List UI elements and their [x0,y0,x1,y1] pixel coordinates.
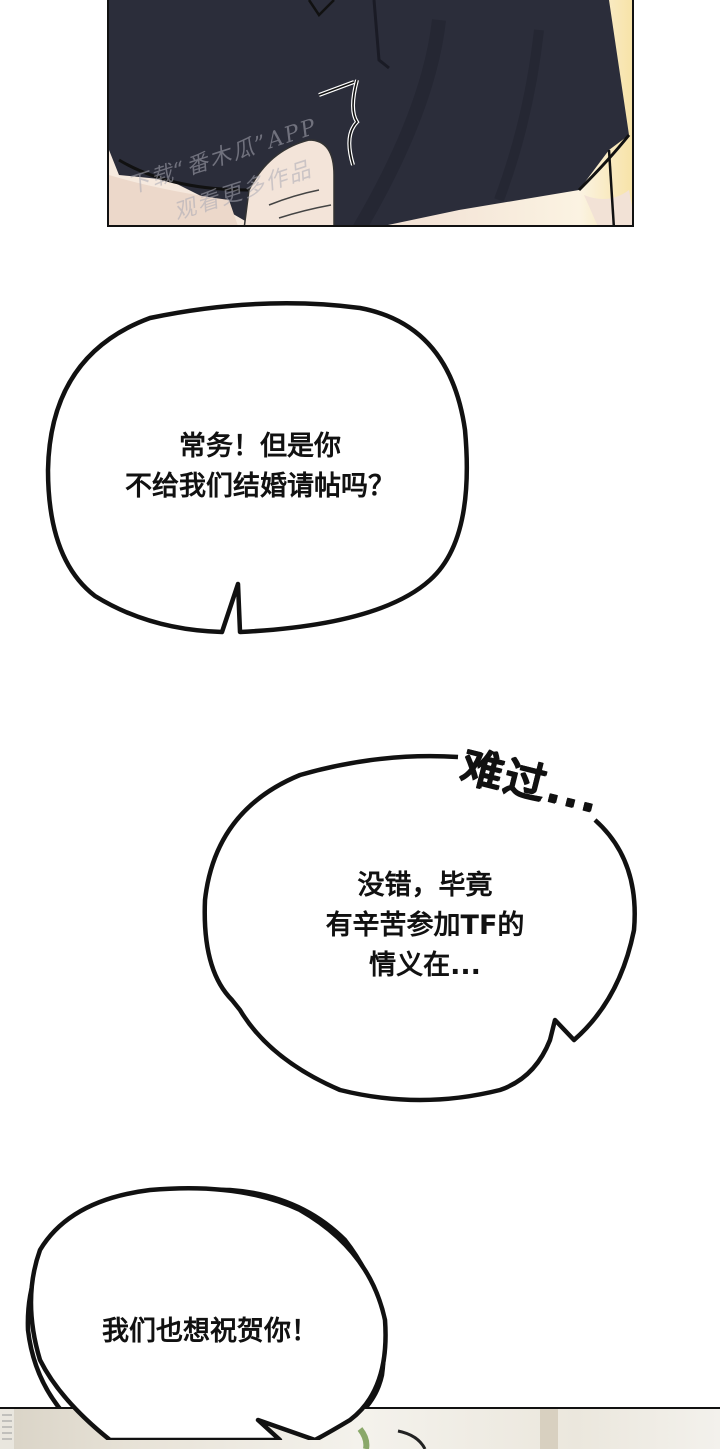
bubble-1-line-2: 不给我们结婚请帖吗？ [125,471,395,502]
comic-panel-bottom [0,1407,720,1450]
bubble-3-line-1: 我们也想祝贺你！ [102,1316,318,1347]
comic-panel-top: 下载“番木瓜”APP 观看更多作品 [107,0,634,227]
bubble-2-line-3: 情义在... [369,950,481,981]
speech-bubble-3: 我们也想祝贺你！ [60,1312,360,1352]
interior-scene-illustration [0,1409,558,1450]
bubble-2-line-1: 没错，毕竟 [357,870,493,901]
speech-bubble-1: 常务！但是你 不给我们结婚请帖吗？ [80,427,440,507]
shirt-illustration [109,0,632,225]
speech-bubble-1-outline [45,301,470,635]
speech-bubble-2: 没错，毕竟 有辛苦参加TF的 情义在... [280,866,570,986]
bubble-2-line-2: 有辛苦参加TF的 [325,910,525,941]
bubble-1-line-1: 常务！但是你 [179,431,341,462]
speech-bubble-2-outline [202,753,637,1103]
